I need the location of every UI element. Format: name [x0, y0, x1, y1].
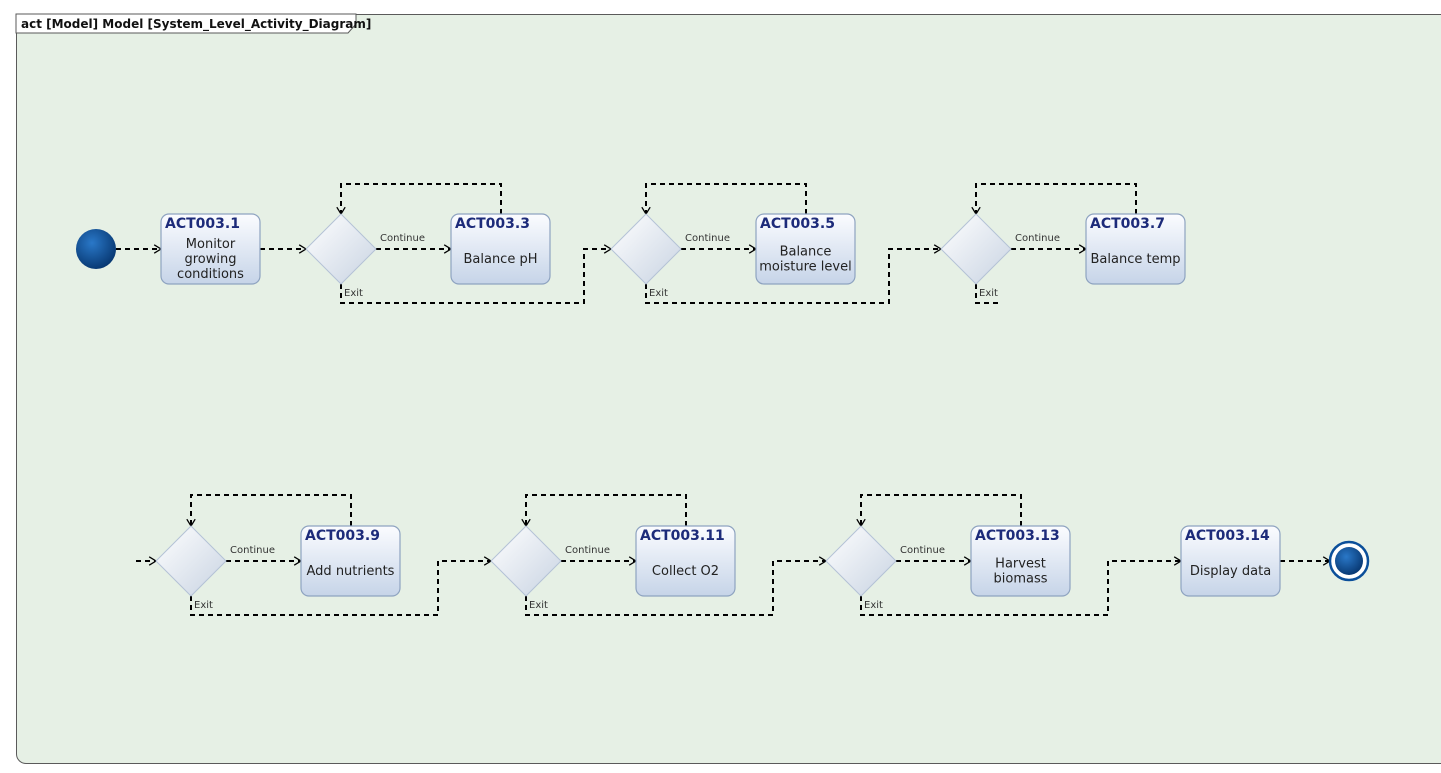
action-name: biomass	[994, 572, 1048, 587]
guard-exit: Exit	[979, 288, 998, 299]
flow-act3-loop	[340, 183, 502, 214]
flow-into-dec4-arrowhead	[148, 556, 158, 566]
action-box[interactable]	[450, 213, 551, 285]
decision-node-icon[interactable]	[825, 525, 897, 597]
action-id: ACT003.13	[975, 528, 1060, 544]
diagram-frame	[16, 14, 1441, 764]
flow-dec5-exit	[525, 560, 826, 616]
action-act003-1[interactable]	[160, 213, 261, 285]
initial-node-icon	[76, 229, 116, 269]
action-name: moisture level	[759, 260, 851, 275]
action-act003-9[interactable]	[300, 525, 401, 597]
action-name: Harvest	[995, 557, 1046, 572]
action-act003-13[interactable]	[970, 525, 1071, 597]
action-name: Balance temp	[1091, 252, 1181, 267]
flow-dec6-continue-arrowhead	[963, 556, 973, 566]
flow-dec3-continue-arrowhead	[1078, 244, 1088, 254]
guard-exit: Exit	[344, 288, 363, 299]
action-name: Collect O2	[652, 564, 719, 579]
action-id: ACT003.3	[455, 216, 530, 232]
flow-act7-loop	[975, 183, 1137, 214]
action-act003-14[interactable]	[1180, 525, 1281, 597]
guard-exit: Exit	[529, 600, 548, 611]
action-name: growing	[185, 252, 237, 267]
action-name: conditions	[177, 267, 244, 282]
decision-node-icon[interactable]	[610, 213, 682, 285]
guard-continue: Continue	[1015, 233, 1060, 244]
action-box[interactable]	[160, 213, 261, 285]
flow-act5-loop	[645, 183, 807, 214]
guard-exit: Exit	[194, 600, 213, 611]
action-id: ACT003.7	[1090, 216, 1165, 232]
action-id: ACT003.14	[1185, 528, 1270, 544]
flow-dec1-exit	[340, 248, 611, 304]
flow-dec6-exit	[860, 560, 1181, 616]
guard-continue: Continue	[380, 233, 425, 244]
flow-dec3-exit	[975, 284, 1001, 304]
guard-continue: Continue	[230, 545, 275, 556]
action-act003-5[interactable]	[755, 213, 856, 285]
flow-act11-loop	[525, 494, 687, 526]
frame-title: act [Model] Model [System_Level_Activity…	[21, 17, 371, 32]
guard-exit: Exit	[649, 288, 668, 299]
action-id: ACT003.9	[305, 528, 380, 544]
guard-continue: Continue	[685, 233, 730, 244]
action-box[interactable]	[1180, 525, 1281, 597]
guard-exit: Exit	[864, 600, 883, 611]
flow-dec2-exit	[645, 248, 941, 304]
flow-dec2-continue-arrowhead	[748, 244, 758, 254]
action-id: ACT003.1	[165, 216, 240, 232]
decision-node-icon[interactable]	[940, 213, 1012, 285]
action-id: ACT003.5	[760, 216, 835, 232]
decision-node-icon[interactable]	[155, 525, 227, 597]
activity-final-inner	[1335, 547, 1363, 575]
decision-node-icon[interactable]	[490, 525, 562, 597]
action-act003-7[interactable]	[1085, 213, 1186, 285]
action-act003-3[interactable]	[450, 213, 551, 285]
flow-dec5-continue-arrowhead	[628, 556, 638, 566]
decision-node-icon[interactable]	[305, 213, 377, 285]
flow-act13-loop	[860, 494, 1022, 526]
flow-dec1-continue-arrowhead	[443, 244, 453, 254]
flow-dec4-exit	[190, 560, 491, 616]
action-act003-11[interactable]	[635, 525, 736, 597]
action-id: ACT003.11	[640, 528, 725, 544]
action-name: Add nutrients	[307, 564, 395, 579]
guard-continue: Continue	[565, 545, 610, 556]
action-name: Monitor	[186, 237, 236, 252]
action-box[interactable]	[300, 525, 401, 597]
action-box[interactable]	[755, 213, 856, 285]
action-name: Balance	[780, 245, 832, 260]
action-box[interactable]	[970, 525, 1071, 597]
action-box[interactable]	[635, 525, 736, 597]
guard-continue: Continue	[900, 545, 945, 556]
frame-title-tab	[15, 13, 357, 34]
action-box[interactable]	[1085, 213, 1186, 285]
flow-act9-loop	[190, 494, 352, 526]
action-name: Display data	[1190, 564, 1271, 579]
action-name: Balance pH	[463, 252, 537, 267]
flow-dec4-continue-arrowhead	[293, 556, 303, 566]
